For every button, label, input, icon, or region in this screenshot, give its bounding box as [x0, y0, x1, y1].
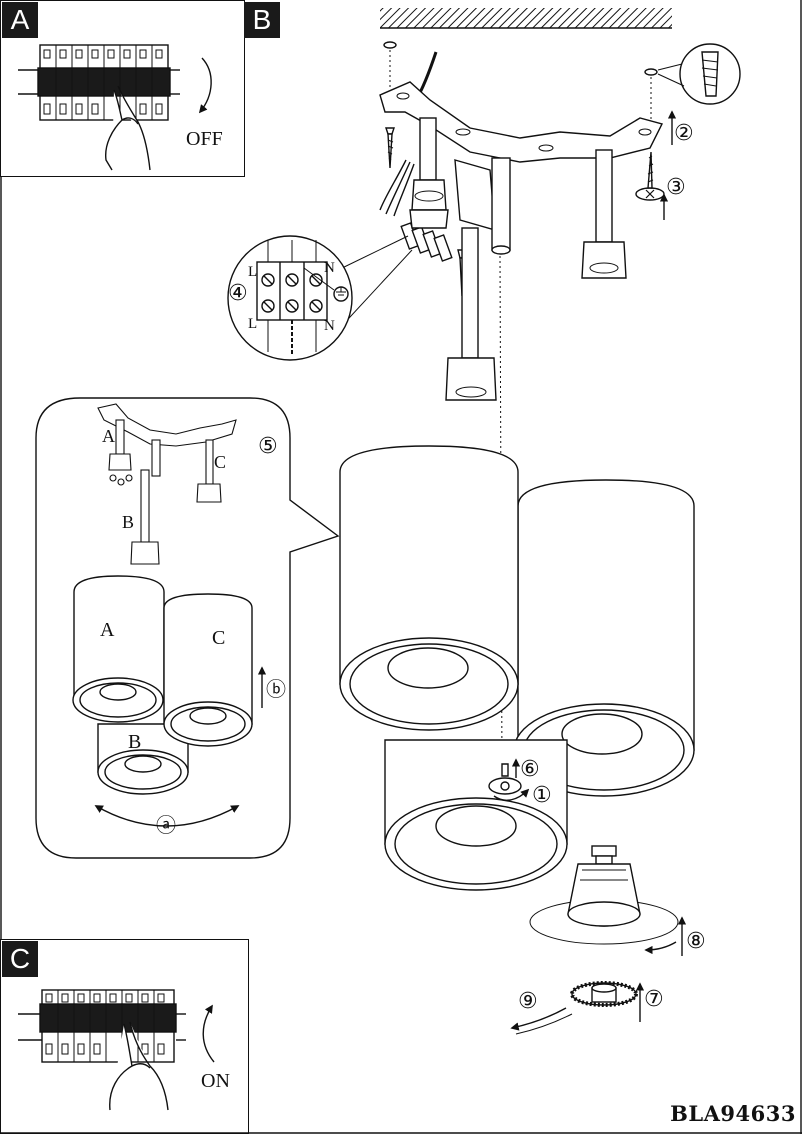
- panel-a-tag-letter: A: [10, 4, 30, 35]
- bracket-label-a: A: [102, 426, 115, 446]
- panel-a-tag: A: [2, 2, 38, 38]
- arrow-step-a: [94, 805, 240, 827]
- step-label-6: ⑥: [520, 757, 540, 782]
- wall-plug-detail: [657, 43, 741, 105]
- step-label-8: ⑧: [686, 929, 706, 954]
- model-code: BLA94633: [670, 1101, 796, 1126]
- shade-label-a: A: [100, 619, 115, 641]
- step-label-a: ⓐ: [156, 813, 176, 837]
- step-label-5: ⑤: [258, 434, 278, 459]
- rod-a: [409, 117, 449, 229]
- terminal-block-group: [400, 222, 453, 262]
- large-shade-b: [384, 739, 568, 891]
- panel-c-tag-letter: C: [9, 943, 31, 974]
- step-label-3: ③: [666, 175, 686, 200]
- large-shade-a: [339, 445, 519, 731]
- terminal-label-n-top: N: [324, 260, 335, 276]
- shade-label-c: C: [212, 627, 225, 649]
- inset-shade-a: [72, 575, 165, 723]
- panel-b-tag: B: [244, 2, 280, 38]
- fixing-guide-line: [499, 255, 503, 771]
- breaker-panel-a: [18, 44, 212, 171]
- inset-mini-bracket: [97, 403, 237, 565]
- screw-step-3: [635, 151, 665, 201]
- switch-off-label: OFF: [186, 128, 223, 150]
- step-label-2: ②: [674, 121, 694, 146]
- step-label-b: ⓑ: [266, 677, 286, 701]
- switch-on-label: ON: [201, 1070, 230, 1092]
- shade-label-b: B: [128, 731, 141, 753]
- step-label-7: ⑦: [644, 987, 664, 1012]
- inset-shade-c: [163, 593, 253, 747]
- rod-centre: [491, 157, 511, 255]
- bracket-label-c: C: [214, 452, 226, 472]
- arrow-step-8-turn: [644, 941, 677, 955]
- arrow-step-9: [510, 1007, 567, 1031]
- step-label-9: ⑨: [518, 989, 538, 1014]
- breaker-panel-c: [18, 989, 215, 1111]
- drill-hole-right: [644, 68, 658, 76]
- rod-c: [581, 149, 627, 279]
- gu10-bulb: [529, 845, 679, 945]
- fixing-screw: [488, 758, 530, 801]
- panel-c-tag: C: [2, 941, 38, 977]
- bracket-label-b: B: [122, 512, 134, 532]
- step-label-1: ①: [532, 783, 552, 808]
- step-label-4: ④: [228, 281, 248, 306]
- rod-b: [445, 227, 497, 401]
- screw-left: [385, 127, 395, 169]
- terminal-label-l-top: L: [248, 264, 257, 280]
- inset-shade-b: [97, 723, 189, 795]
- terminal-label-l-bottom: L: [248, 316, 257, 332]
- wiring-detail: [227, 235, 413, 361]
- retaining-ring: [570, 981, 638, 1007]
- drill-hole-left: [383, 41, 397, 49]
- ceiling-hatch: [380, 8, 672, 28]
- terminal-label-n-bottom: N: [324, 318, 335, 334]
- panel-b-tag-letter: B: [252, 4, 272, 35]
